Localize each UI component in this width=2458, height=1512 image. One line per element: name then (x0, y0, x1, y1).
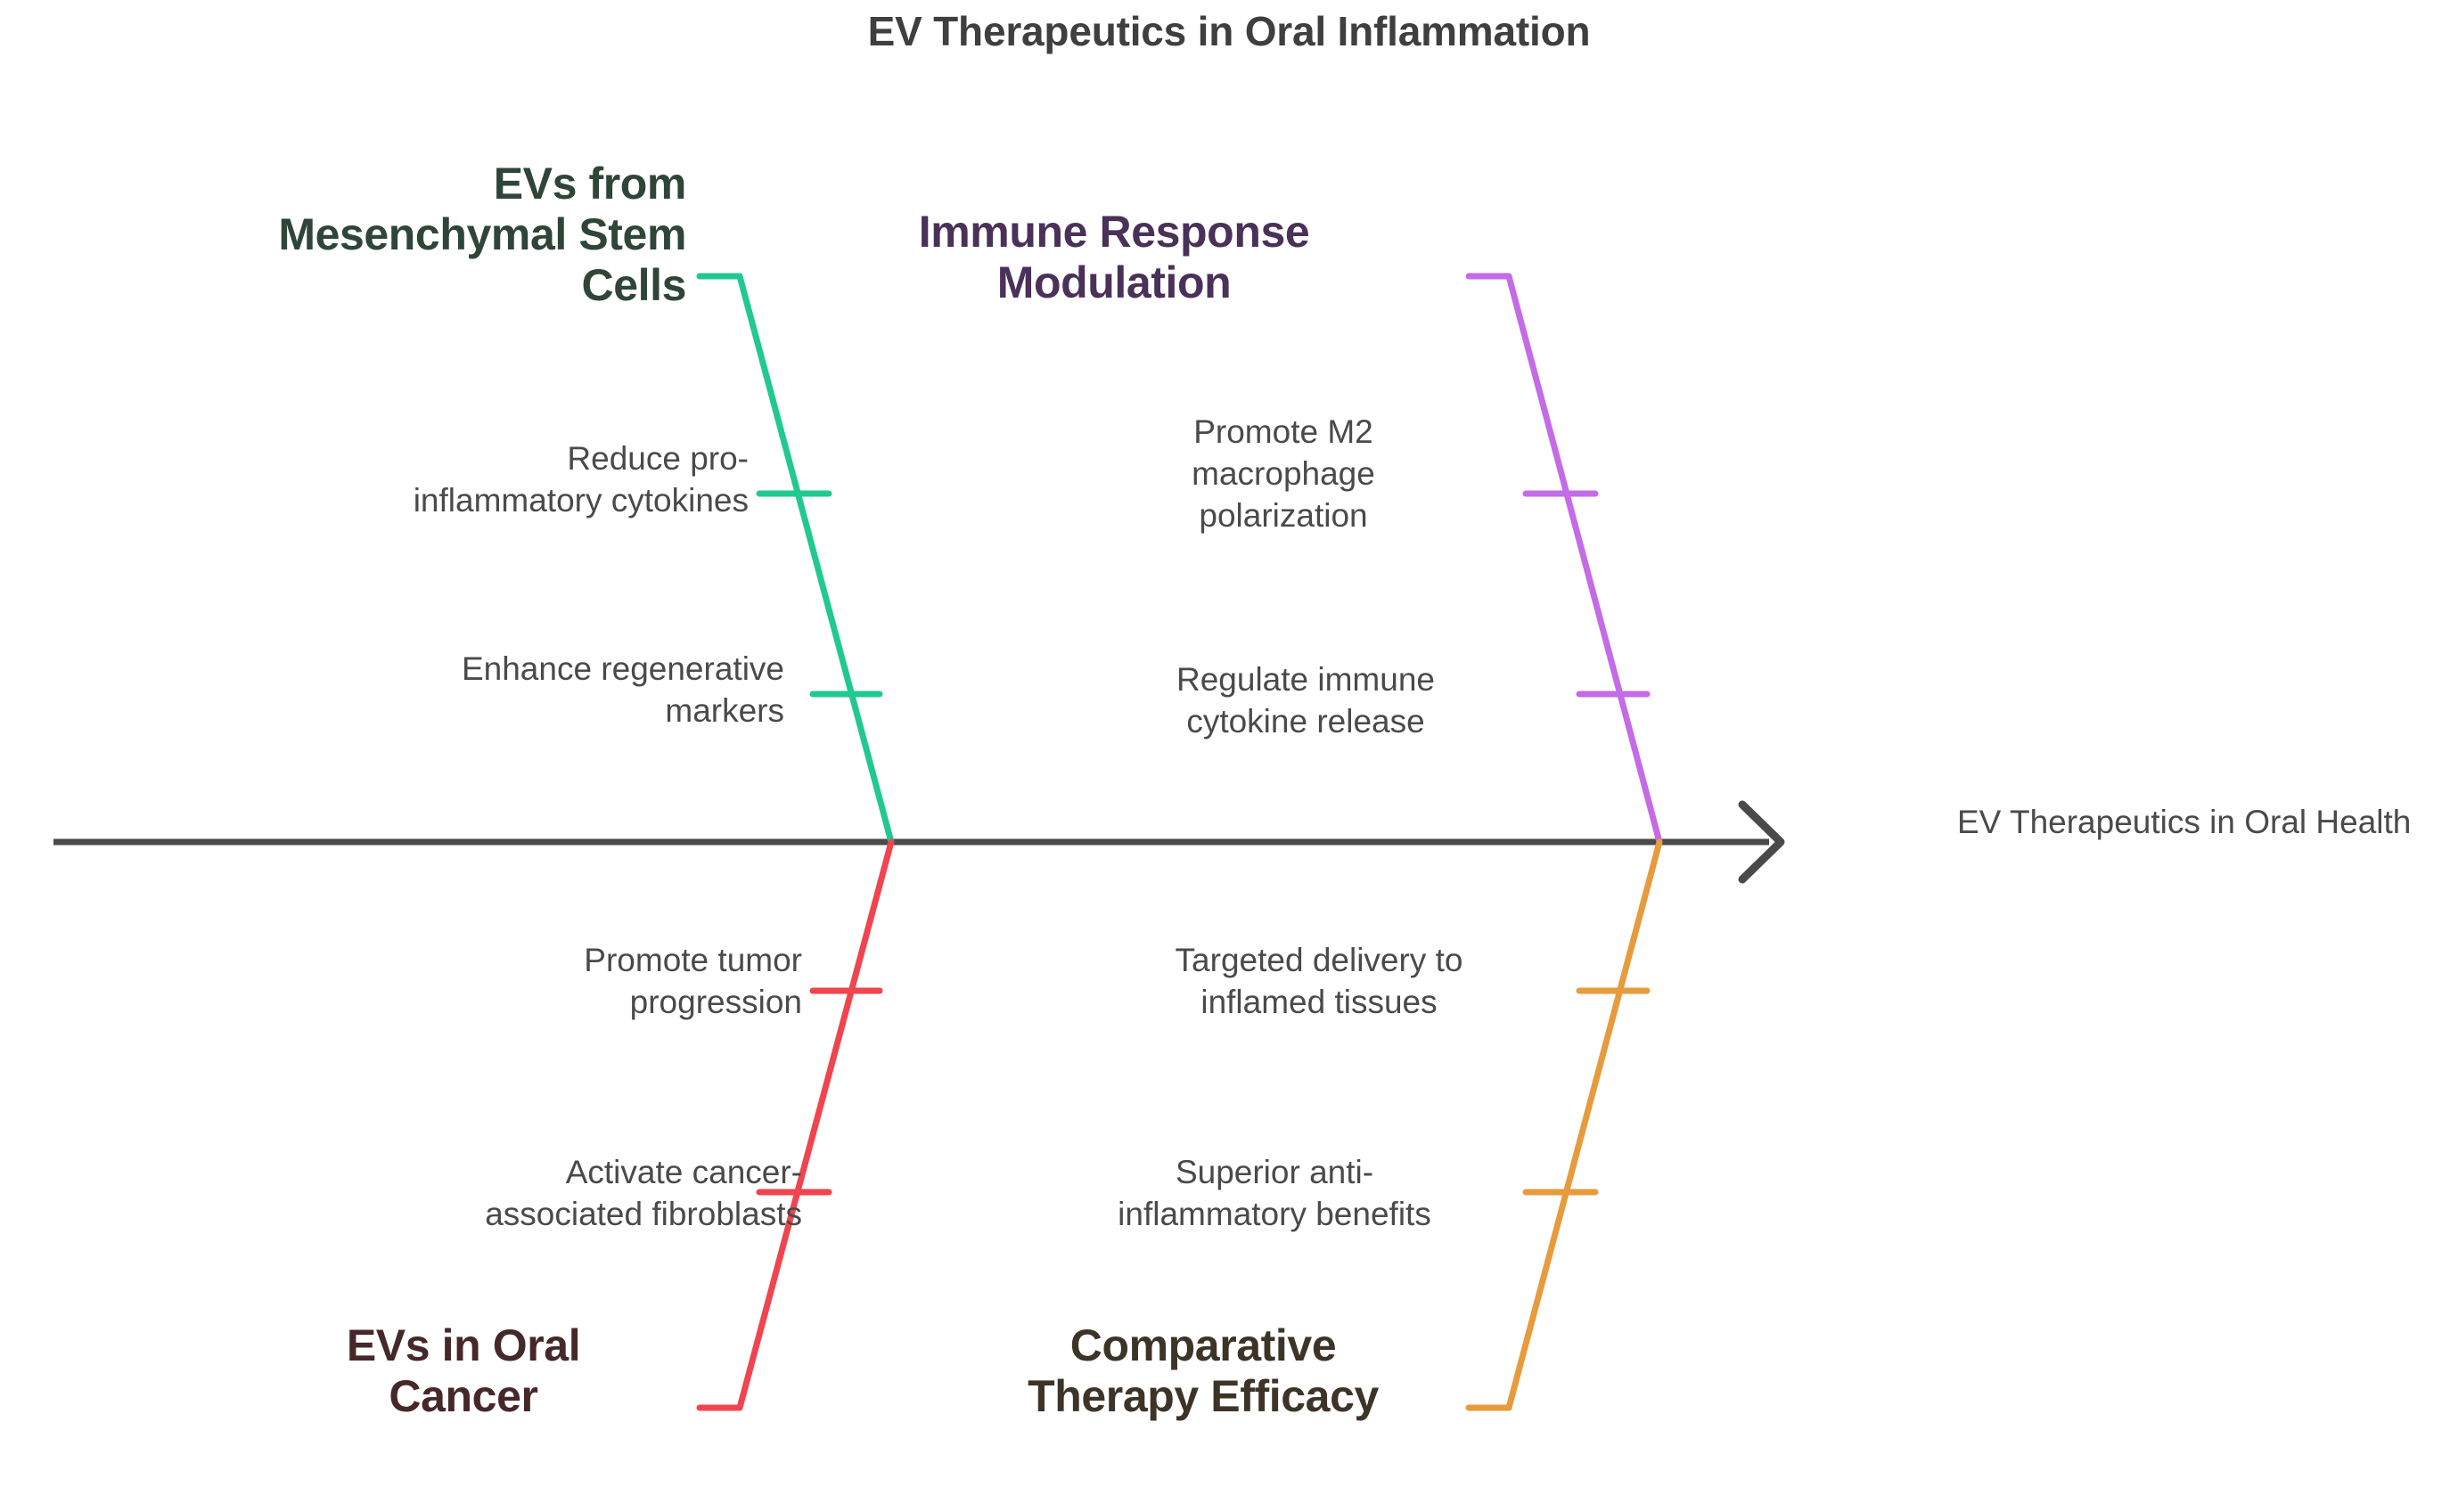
cause-label-activate-cancer-associated-fibroblasts: Activate cancer- associated fibroblasts (485, 1154, 802, 1232)
cause-label-regulate-immune-cytokine-release: Regulate immune cytokine release (1176, 661, 1435, 740)
category-label-comparative-therapy-efficacy: Comparative Therapy Efficacy (1028, 1320, 1379, 1421)
category-label-immune-response-modulation: Immune Response Modulation (918, 207, 1310, 307)
branch-line-top-right (1465, 273, 1663, 846)
cause-label-enhance-regenerative-markers: Enhance regenerative markers (461, 650, 784, 729)
branch-top-left (696, 273, 895, 846)
spine-arrow-head (1738, 800, 1785, 884)
branch-bottom-right (1465, 838, 1663, 1411)
effect-label: EV Therapeutics in Oral Health (1957, 804, 2412, 840)
branch-top-right (1465, 273, 1663, 846)
branch-line-bottom-right (1465, 838, 1663, 1411)
branch-line-top-left (696, 273, 895, 846)
branch-bottom-left (696, 838, 895, 1411)
cause-label-promote-m2-macrophage-polarization: Promote M2 macrophage polarization (1192, 413, 1375, 534)
branch-line-bottom-left (696, 838, 895, 1411)
diagram-title: EV Therapeutics in Oral Inflammation (867, 8, 1591, 54)
cause-label-targeted-delivery-to-inflamed-tissues: Targeted delivery to inflamed tissues (1175, 942, 1463, 1020)
spine-group (53, 800, 1785, 884)
cause-label-reduce-pro-inflammatory-cytokines: Reduce pro- inflammatory cytokines (413, 440, 749, 519)
category-label-evs-in-oral-cancer: EVs in Oral Cancer (346, 1320, 581, 1421)
category-label-evs-from-mesenchymal-stem-cells: EVs from Mesenchymal Stem Cells (278, 159, 686, 310)
cause-label-promote-tumor-progression: Promote tumor progression (584, 942, 802, 1020)
cause-label-superior-anti-inflammatory-benefits: Superior anti- inflammatory benefits (1118, 1154, 1431, 1232)
